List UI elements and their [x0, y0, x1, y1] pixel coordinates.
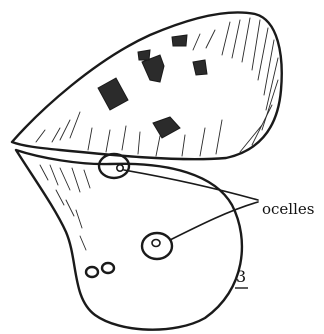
ocellus-upper	[99, 154, 129, 178]
forewing-hatching	[36, 18, 278, 156]
forewing-spot	[193, 60, 207, 75]
ocelles-label: ocelles	[262, 200, 314, 218]
forewing-spot	[172, 35, 187, 46]
hindwing-small-marks	[86, 263, 114, 277]
forewing-spots	[98, 35, 207, 138]
figure-number: 3	[236, 267, 246, 286]
forewing-spot	[98, 78, 128, 110]
forewing-spot	[138, 50, 150, 60]
hindwing-hatching	[40, 165, 90, 250]
label-leader-lines	[124, 170, 258, 240]
forewing-outline	[12, 12, 282, 159]
hindwing-outline	[16, 150, 242, 330]
forewing-spot	[153, 117, 180, 138]
ocellus-lower	[142, 233, 172, 259]
